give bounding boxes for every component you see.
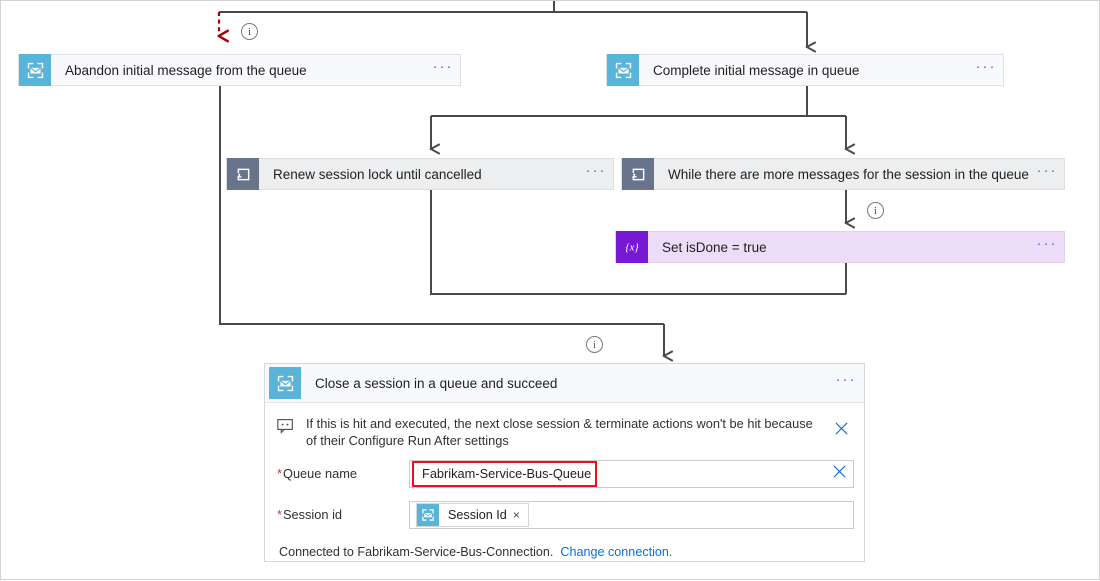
action-overflow-menu[interactable]: ··· <box>975 58 997 75</box>
action-overflow-menu[interactable]: ··· <box>432 58 454 75</box>
svg-text:{x}: {x} <box>625 241 639 253</box>
field-row-session-id: *Session id Session Id × <box>265 496 864 531</box>
info-icon-close-session[interactable]: i <box>586 336 603 353</box>
session-id-token-label: Session Id <box>448 507 507 522</box>
service-bus-icon <box>269 367 301 399</box>
action-overflow-menu[interactable]: ··· <box>585 162 607 179</box>
action-card-renew-session-lock[interactable]: Renew session lock until cancelled ··· <box>226 158 614 190</box>
connection-text: Connected to Fabrikam-Service-Bus-Connec… <box>279 545 554 559</box>
clear-icon[interactable] <box>832 464 847 484</box>
session-id-token[interactable]: Session Id × <box>416 502 529 527</box>
loop-icon <box>227 158 259 190</box>
session-id-input[interactable]: Session Id × <box>409 500 854 529</box>
expanded-action-panel-close-session: Close a session in a queue and succeed ·… <box>264 363 865 562</box>
loop-icon <box>622 158 654 190</box>
action-title: While there are more messages for the se… <box>668 166 1029 182</box>
action-title: Set isDone = true <box>662 239 767 255</box>
action-card-abandon-initial-message[interactable]: Abandon initial message from the queue ·… <box>18 54 461 86</box>
panel-note-text: If this is hit and executed, the next cl… <box>306 416 813 448</box>
queue-name-input[interactable]: Fabrikam-Service-Bus-Queue <box>409 459 854 488</box>
comment-icon <box>277 418 297 439</box>
queue-name-highlight: Fabrikam-Service-Bus-Queue <box>412 460 598 487</box>
panel-overflow-menu[interactable]: ··· <box>835 371 857 388</box>
action-overflow-menu[interactable]: ··· <box>1036 162 1058 179</box>
action-overflow-menu[interactable]: ··· <box>1036 235 1058 252</box>
variable-icon: {x} <box>616 231 648 263</box>
panel-title: Close a session in a queue and succeed <box>315 375 558 391</box>
field-row-queue-name: *Queue name Fabrikam-Service-Bus-Queue <box>265 455 864 490</box>
connection-row: Connected to Fabrikam-Service-Bus-Connec… <box>265 531 864 559</box>
required-asterisk: * <box>277 507 282 522</box>
panel-header[interactable]: Close a session in a queue and succeed ·… <box>265 364 864 403</box>
close-icon[interactable] <box>828 415 854 436</box>
action-card-while-more-messages[interactable]: While there are more messages for the se… <box>621 158 1065 190</box>
session-id-label: *Session id <box>277 507 343 522</box>
change-connection-link[interactable]: Change connection. <box>560 545 673 559</box>
action-card-complete-initial-message[interactable]: Complete initial message in queue ··· <box>606 54 1004 86</box>
required-asterisk: * <box>277 466 282 481</box>
info-icon-abandon[interactable]: i <box>241 23 258 40</box>
queue-name-value: Fabrikam-Service-Bus-Queue <box>422 466 592 481</box>
service-bus-icon <box>19 54 51 86</box>
action-card-set-isdone[interactable]: {x} Set isDone = true ··· <box>615 231 1065 263</box>
remove-token-icon[interactable]: × <box>512 507 520 522</box>
action-title: Renew session lock until cancelled <box>273 166 482 182</box>
action-title: Complete initial message in queue <box>653 62 860 78</box>
info-icon-set-isdone[interactable]: i <box>867 202 884 219</box>
queue-name-label: *Queue name <box>277 466 357 481</box>
action-title: Abandon initial message from the queue <box>65 62 307 78</box>
service-bus-icon <box>607 54 639 86</box>
service-bus-icon <box>417 503 439 526</box>
panel-note: If this is hit and executed, the next cl… <box>265 403 864 455</box>
